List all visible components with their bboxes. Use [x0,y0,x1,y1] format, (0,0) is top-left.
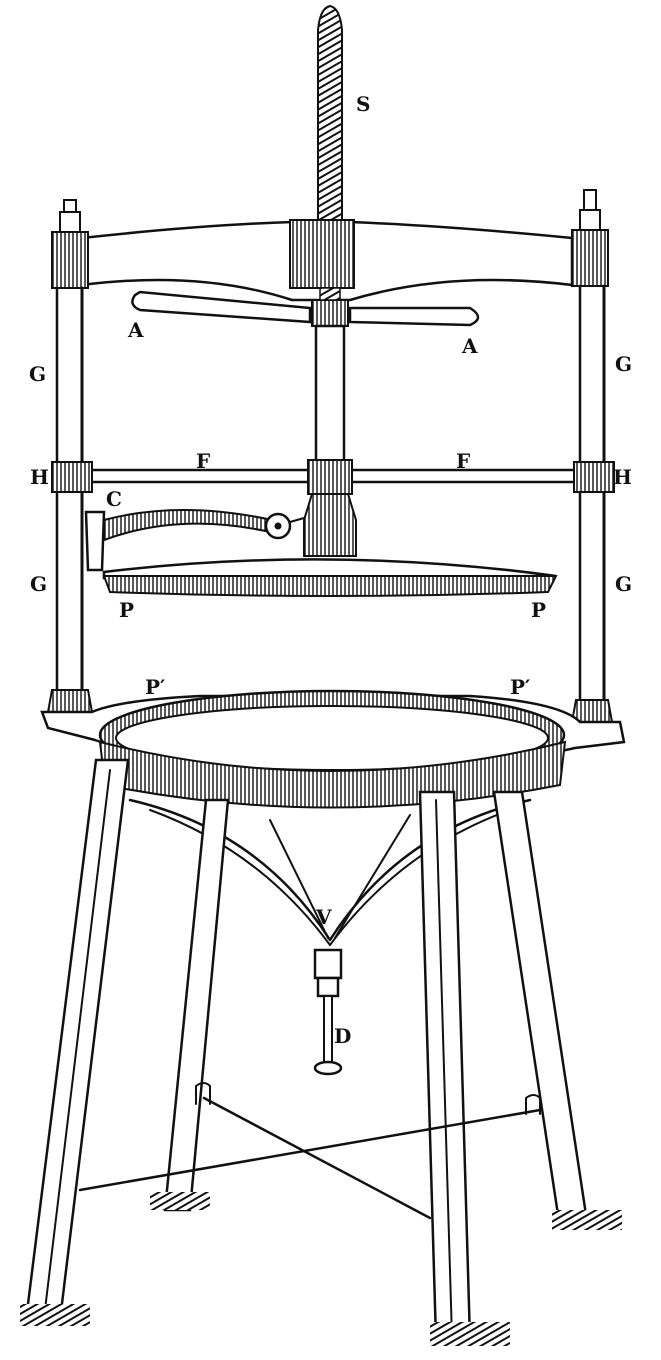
label-h-left: H [30,465,49,489]
label-p-prime-left: P′ [145,675,165,699]
label-g-upper-right: G [615,352,632,376]
handle-bar [131,287,480,327]
label-h-right: H [613,465,632,489]
label-g-lower-right: G [615,572,632,596]
stand-legs [20,758,622,1346]
central-column [314,324,346,468]
label-v: V [315,905,332,929]
screw-spindle [317,4,343,231]
label-f-right: F [456,449,470,473]
top-crossbeam [51,189,609,302]
label-c: C [106,487,122,511]
label-a-left: A [127,318,144,342]
lower-press-ring [40,689,626,809]
label-p-left: P [119,598,134,622]
label-s: S [356,92,370,116]
platen-boss [303,493,357,557]
label-g-lower-left: G [30,572,47,596]
label-a-right: A [461,334,478,358]
label-p-right: P [531,598,546,622]
cross-bar [51,459,615,495]
upper-platen [102,558,558,597]
label-g-upper-left: G [29,362,46,386]
arm-c [84,509,305,572]
label-p-prime-right: P′ [510,675,530,699]
label-f-left: F [196,449,210,473]
label-d: D [334,1024,351,1048]
